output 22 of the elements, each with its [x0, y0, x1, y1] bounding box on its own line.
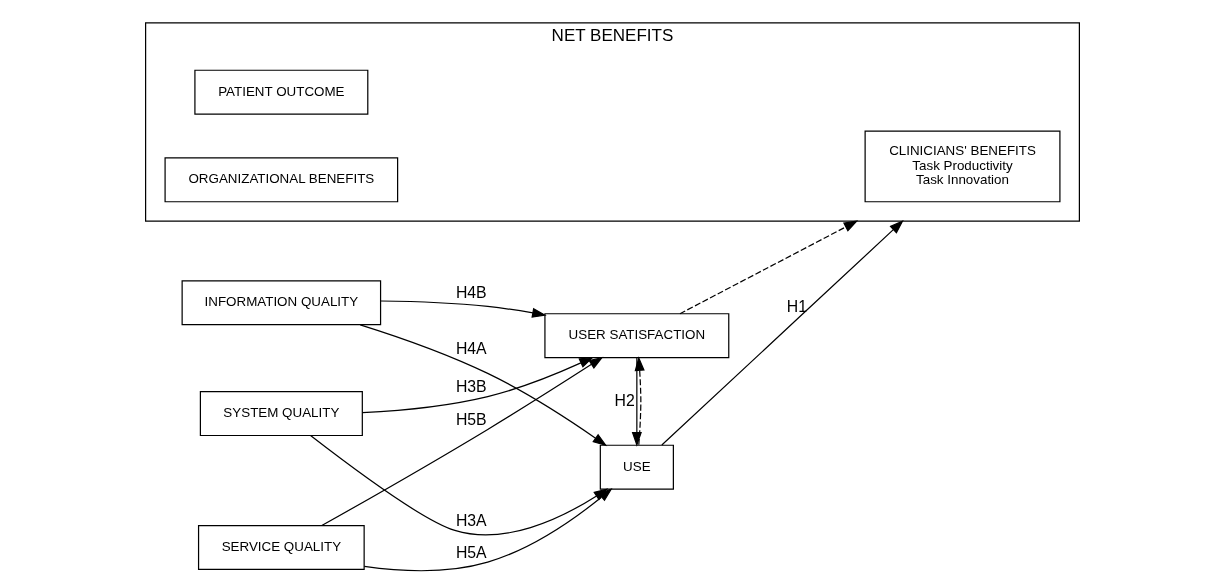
node-box: SYSTEM QUALITY [199, 391, 363, 437]
arrow [380, 300, 547, 318]
edge-label: H5A [455, 543, 487, 561]
edge-label: H4A [455, 340, 487, 358]
arrow [661, 219, 904, 446]
edge-label: H3A [455, 512, 487, 530]
node-box: USE [599, 444, 674, 490]
node-box: USER SATISFACTION [544, 313, 730, 359]
node-box: CLINICIANS' BENEFITS Task Productivity Task Innovation [864, 130, 1061, 203]
arrow [359, 324, 608, 447]
arrow [679, 220, 859, 315]
arrow [321, 356, 604, 527]
edge-label: H2 [614, 391, 635, 409]
arrow [361, 356, 594, 414]
edge-label: H1 [786, 297, 808, 315]
edge-label: H5B [455, 411, 487, 429]
edge-label: H4B [455, 284, 487, 302]
node-box: PATIENT OUTCOME [194, 69, 369, 115]
node-box: ORGANIZATIONAL BENEFITS [164, 157, 399, 203]
edge-label: H3B [455, 378, 487, 396]
node-box: SERVICE QUALITY [197, 525, 365, 570]
node-box: INFORMATION QUALITY [181, 280, 382, 326]
